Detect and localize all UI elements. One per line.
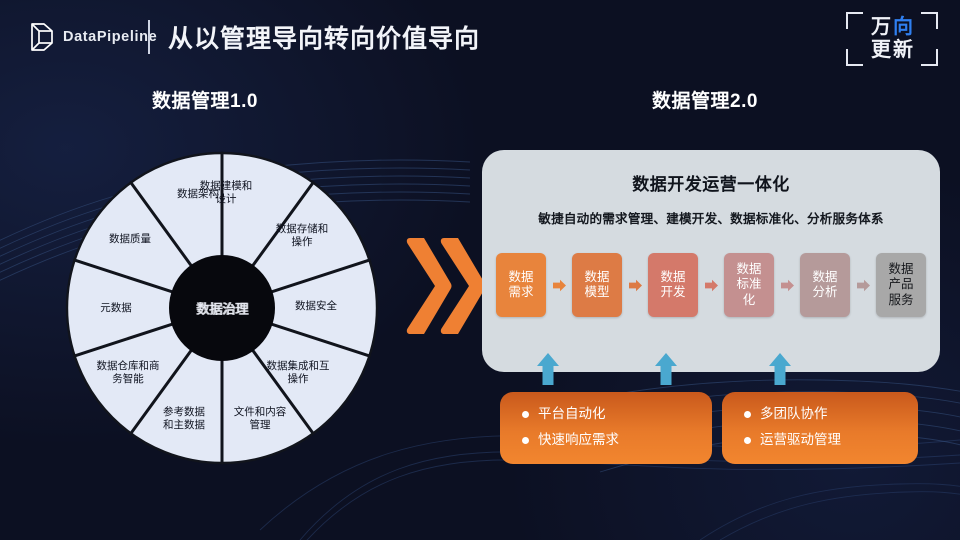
- page-title: 从以管理导向转向价值导向: [168, 25, 481, 53]
- flow-arrow-right-icon-4: [780, 279, 794, 292]
- flow-step-line: 化: [742, 292, 756, 307]
- brand-name: DataPipeline: [63, 29, 158, 45]
- flow-arrow-right-icon-2: [628, 279, 642, 292]
- flow-step-line: 分析: [812, 285, 838, 299]
- badge-char-wan: 万: [871, 15, 891, 38]
- callout-item: 快速响应需求: [500, 427, 712, 453]
- callout-item-label: 多团队协作: [760, 406, 828, 421]
- badge-corner-bottom-right: [921, 49, 938, 66]
- header-divider: [148, 20, 150, 54]
- data-governance-wheel: 数据建模和 设计 数据存储和 操作 数据安全 数据集成和互 操作 文件和内容 管…: [62, 148, 382, 468]
- left-column-heading: 数据管理1.0: [152, 91, 258, 112]
- wheel-center-label-text: 数据治理: [195, 301, 249, 317]
- flow-arrow-right-icon-5: [856, 279, 870, 292]
- wheel-segment-shujujicheng: 数据集成和互 操作: [266, 360, 330, 385]
- wheel-segment-shujucunchu: 数据存储和 操作: [275, 223, 329, 248]
- badge-char-xin: 新: [893, 38, 913, 61]
- flow-step-line: 标准: [736, 277, 762, 292]
- wheel-graphic: [65, 151, 379, 465]
- callout-box-right: 多团队协作运营驱动管理: [722, 392, 918, 464]
- flow-step-line: 需求: [508, 285, 534, 299]
- data-ops-panel: 数据开发运营一体化 敏捷自动的需求管理、建模开发、数据标准化、分析服务体系 数据…: [482, 150, 940, 372]
- flow-step-2[interactable]: 数据模型: [572, 253, 622, 317]
- flow-arrow-right-icon-3: [704, 279, 718, 292]
- datapipeline-pipe-icon: [31, 23, 53, 51]
- badge-corner-bottom-left: [846, 49, 863, 66]
- callout-item: 多团队协作: [722, 401, 918, 427]
- wheel-center-label-overlap: 数据治理: [196, 301, 250, 317]
- wheel-segment-shujujiagou: 数据架构: [177, 188, 219, 200]
- brand-logo[interactable]: DataPipeline: [30, 22, 157, 52]
- flow-step-line: 数据: [812, 269, 838, 284]
- badge-corner-top-right: [921, 12, 938, 29]
- wheel-segment-shujuanquan: 数据安全: [295, 300, 337, 312]
- flow-step-line: 数据: [660, 269, 686, 284]
- flow-step-6[interactable]: 数据产品服务: [876, 253, 926, 317]
- up-arrow-icon-2: [655, 353, 677, 385]
- flow-step-line: 产品: [888, 277, 914, 292]
- callout-item: 运营驱动管理: [722, 427, 918, 453]
- flow-step-line: 模型: [584, 285, 610, 299]
- flow-arrow-right-icon-1: [552, 279, 566, 292]
- callout-item-label: 快速响应需求: [538, 432, 619, 447]
- wanxiang-gengxin-badge: 万 向 更 新: [846, 8, 938, 70]
- panel-subtitle: 敏捷自动的需求管理、建模开发、数据标准化、分析服务体系: [538, 212, 884, 226]
- flow-step-line: 开发: [660, 285, 686, 299]
- flow-step-4[interactable]: 数据标准化: [724, 253, 774, 317]
- bullet-icon: [744, 410, 751, 418]
- wheel-segment-yuanshuju: 元数据: [100, 302, 132, 314]
- flow-step-1[interactable]: 数据需求: [496, 253, 546, 317]
- wheel-segment-shujuzhiliang: 数据质量: [109, 233, 151, 245]
- panel-title: 数据开发运营一体化: [632, 175, 790, 194]
- wheel-segment-cankaoshuju: 参考数据 和主数据: [163, 406, 205, 431]
- flow-step-line: 数据: [584, 269, 610, 284]
- flow-step-line: 服务: [888, 292, 914, 307]
- callout-item-label: 平台自动化: [538, 406, 606, 421]
- wheel-segment-shujujianmo: 数据建模和 设计: [199, 180, 253, 205]
- right-column-heading: 数据管理2.0: [652, 91, 758, 112]
- up-arrow-icon-3: [769, 353, 791, 385]
- flow-step-line: 数据: [888, 261, 914, 276]
- wheel-center-label: 数据治理 数据治理: [195, 299, 250, 318]
- wheel-segment-shujucangku: 数据仓库和商 务智能: [96, 360, 160, 385]
- bullet-icon: [744, 436, 751, 444]
- flow-step-line: 数据: [736, 261, 762, 276]
- badge-corner-top-left: [846, 12, 863, 29]
- callout-box-left: 平台自动化快速响应需求: [500, 392, 712, 464]
- process-flow: 数据需求数据模型数据开发数据标准化数据分析数据产品服务: [496, 248, 926, 322]
- up-arrow-icon-1: [537, 353, 559, 385]
- double-chevron-right-icon: [406, 238, 486, 334]
- wheel-segment-wenjianneirong: 文件和内容 管理: [233, 406, 287, 431]
- badge-char-geng: 更: [871, 38, 891, 61]
- header-bar: DataPipeline 从以管理导向转向价值导向 万 向 更 新: [0, 0, 960, 70]
- flow-step-3[interactable]: 数据开发: [648, 253, 698, 317]
- callout-item: 平台自动化: [500, 401, 712, 427]
- flow-step-line: 数据: [508, 269, 534, 284]
- bullet-icon: [522, 410, 529, 418]
- badge-line-1: 万 向: [871, 15, 913, 39]
- badge-char-xiang: 向: [893, 15, 913, 38]
- badge-line-2: 更 新: [871, 38, 913, 62]
- bullet-icon: [522, 436, 529, 444]
- flow-step-5[interactable]: 数据分析: [800, 253, 850, 317]
- callout-item-label: 运营驱动管理: [760, 432, 841, 447]
